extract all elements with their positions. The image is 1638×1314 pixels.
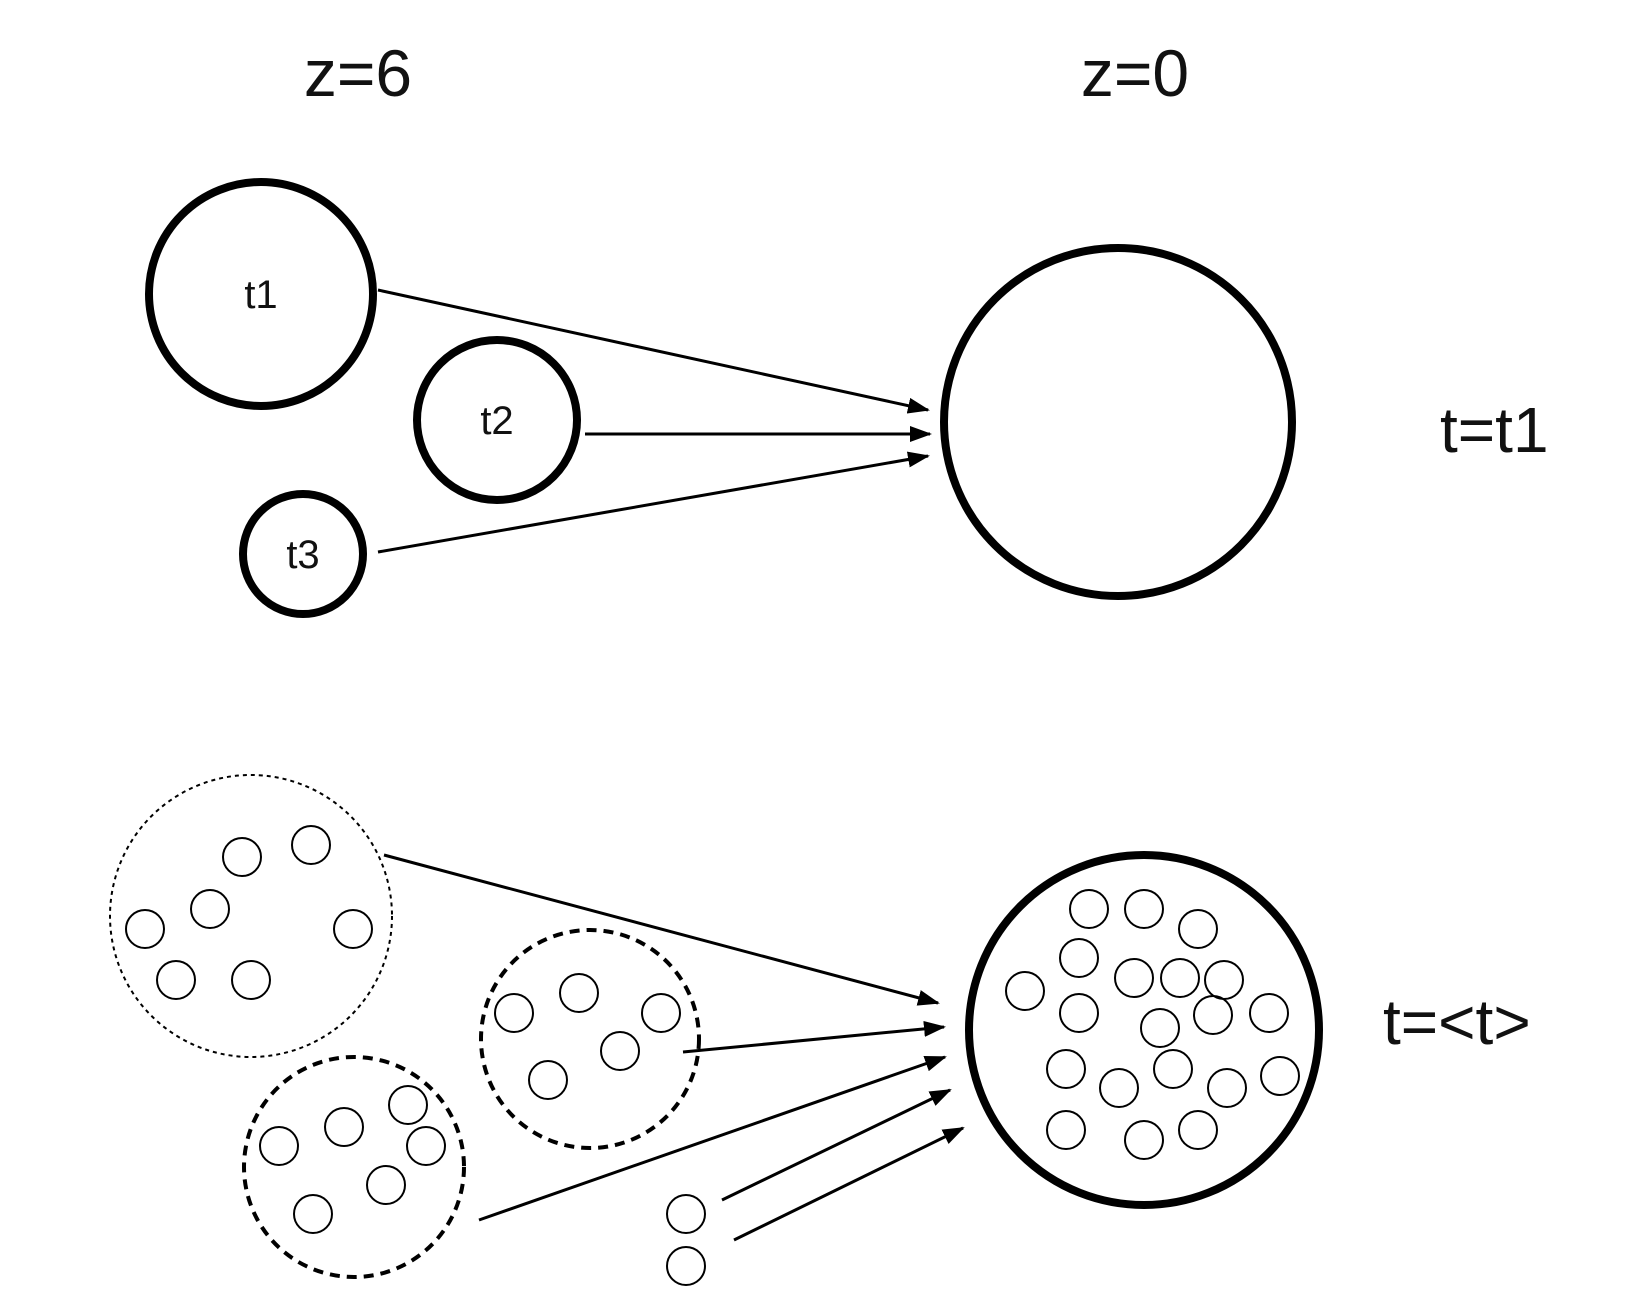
- subhalo: [125, 909, 165, 949]
- merger-arrow-group-2: [682, 1020, 946, 1054]
- subhalo: [1005, 971, 1045, 1011]
- top-row: t1 t2 t3: [145, 178, 1296, 618]
- column-label-z0: z=0: [1081, 36, 1189, 110]
- column-label-z6: z=6: [304, 36, 412, 110]
- progenitor-halo-t3: [239, 490, 367, 618]
- subhalo: [1114, 958, 1154, 998]
- progenitor-group-3-subhalos: [259, 1085, 446, 1234]
- progenitor-group-2-subhalos: [494, 973, 681, 1100]
- subhalo: [1204, 960, 1244, 1000]
- subhalo: [600, 1031, 640, 1071]
- subhalo: [366, 1165, 406, 1205]
- subhalo: [528, 1060, 568, 1100]
- progenitor-label-t2: t2: [480, 399, 513, 443]
- progenitor-halo-t1: [145, 178, 377, 410]
- row-label-bottom: t=<t>: [1383, 986, 1531, 1058]
- progenitor-halo-t2: [413, 336, 581, 504]
- row-label-top: t=t1: [1440, 394, 1549, 466]
- descendant-halo-bottom-subhalos: [1005, 889, 1300, 1160]
- subhalo: [1178, 1110, 1218, 1150]
- subhalo: [1099, 1068, 1139, 1108]
- merger-arrow-t3: [377, 451, 930, 554]
- subhalo: [1046, 1049, 1086, 1089]
- merger-arrow-t1: [377, 288, 930, 414]
- subhalo: [1124, 889, 1164, 929]
- subhalo: [1124, 1120, 1164, 1160]
- subhalo: [1140, 1008, 1180, 1048]
- merger-arrow-isolated-1: [721, 1088, 952, 1202]
- subhalo: [156, 960, 196, 1000]
- subhalo: [1207, 1068, 1247, 1108]
- subhalo: [333, 909, 373, 949]
- bottom-row: [109, 774, 1323, 1286]
- subhalo: [324, 1107, 364, 1147]
- progenitor-group-1: [109, 774, 393, 1058]
- descendant-halo-bottom: [965, 851, 1323, 1209]
- isolated-subhalo-1: [666, 1194, 706, 1234]
- subhalo: [190, 889, 230, 929]
- merger-arrow-group-3: [478, 1055, 947, 1222]
- progenitor-group-1-subhalos: [125, 825, 373, 1000]
- subhalo: [494, 993, 534, 1033]
- progenitor-label-t1: t1: [244, 273, 277, 317]
- subhalo: [1260, 1056, 1300, 1096]
- subhalo: [1193, 995, 1233, 1035]
- subhalo: [641, 993, 681, 1033]
- subhalo: [1249, 993, 1289, 1033]
- subhalo: [1178, 909, 1218, 949]
- merger-arrow-group-1: [383, 853, 940, 1006]
- subhalo: [1160, 958, 1200, 998]
- subhalo: [388, 1085, 428, 1125]
- subhalo: [1069, 889, 1109, 929]
- subhalo: [231, 960, 271, 1000]
- progenitor-group-2: [479, 928, 701, 1150]
- subhalo: [293, 1194, 333, 1234]
- isolated-subhalo-2: [666, 1246, 706, 1286]
- subhalo: [406, 1126, 446, 1166]
- subhalo: [559, 973, 599, 1013]
- progenitor-group-3: [242, 1055, 466, 1279]
- subhalo: [1059, 938, 1099, 978]
- subhalo: [259, 1126, 299, 1166]
- subhalo: [1059, 993, 1099, 1033]
- descendant-halo-top: [940, 244, 1296, 600]
- subhalo: [1153, 1049, 1193, 1089]
- progenitor-label-t3: t3: [286, 533, 319, 577]
- subhalo: [1046, 1110, 1086, 1150]
- subhalo: [222, 837, 262, 877]
- subhalo: [291, 825, 331, 865]
- merger-arrow-isolated-2: [733, 1126, 965, 1242]
